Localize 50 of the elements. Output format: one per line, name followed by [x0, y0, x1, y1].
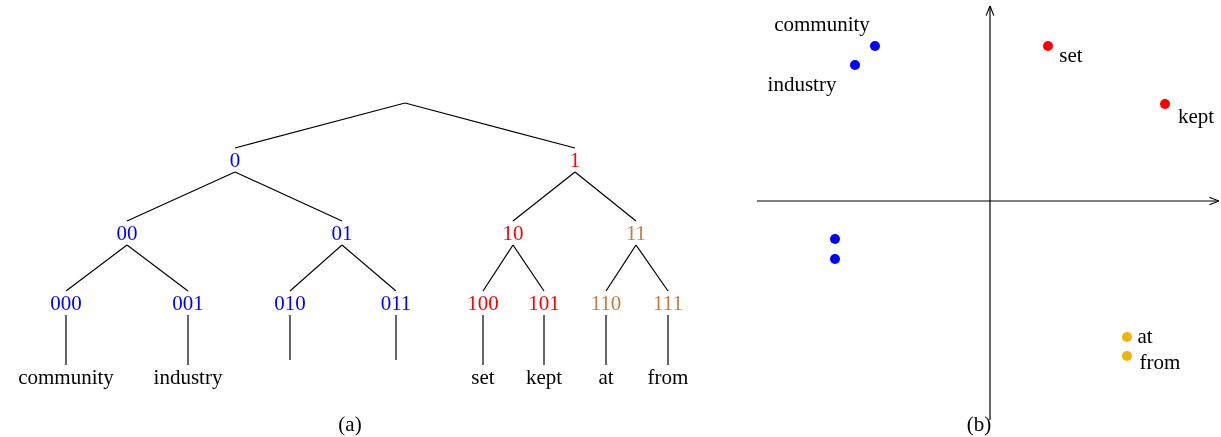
point-label: kept — [1177, 105, 1215, 127]
tree-branch — [404, 102, 576, 149]
point-label: community — [774, 13, 870, 35]
tree-branch — [605, 314, 607, 366]
word-label: set — [471, 366, 495, 388]
binary-code: 1 — [569, 149, 581, 171]
tree-branch — [635, 244, 669, 292]
tree-branch — [605, 244, 637, 292]
binary-code: 000 — [50, 292, 82, 314]
panel-caption: (a) — [338, 413, 362, 435]
panel-caption: (b) — [966, 413, 992, 435]
tree-branch — [234, 171, 343, 222]
binary-code: 10 — [502, 222, 524, 244]
point-label: industry — [767, 73, 837, 95]
word-label: at — [598, 366, 614, 388]
binary-code: 100 — [467, 292, 499, 314]
tree-branch — [126, 171, 236, 222]
tree-branch — [512, 171, 576, 222]
tree-branch — [574, 171, 637, 222]
point-label: set — [1059, 44, 1083, 66]
tree-branch — [395, 314, 397, 361]
binary-code: 0 — [229, 149, 241, 171]
tree-branch — [341, 244, 397, 292]
tree-branch — [482, 314, 484, 366]
binary-code: 11 — [625, 222, 647, 244]
word-label: from — [647, 366, 689, 388]
word-label: kept — [525, 366, 563, 388]
tree-branch — [512, 244, 545, 292]
tree-branch — [187, 314, 189, 366]
binary-code: 101 — [528, 292, 560, 314]
tree-branch — [667, 314, 669, 366]
point-label: at — [1137, 325, 1153, 347]
tree-branch — [289, 314, 291, 361]
tree-branch — [543, 314, 545, 366]
binary-code: 011 — [380, 292, 412, 314]
tree-branch — [65, 314, 67, 366]
tree-branch — [482, 244, 514, 292]
tree-branch — [65, 244, 128, 292]
binary-code: 010 — [274, 292, 306, 314]
binary-code: 111 — [653, 292, 683, 314]
word-label: community — [18, 366, 114, 388]
tree-branch — [126, 244, 189, 292]
tree-branch — [289, 244, 343, 292]
word-label: industry — [153, 366, 223, 388]
binary-code: 001 — [172, 292, 204, 314]
binary-code: 00 — [116, 222, 138, 244]
binary-code: 01 — [331, 222, 353, 244]
tree-branch — [234, 102, 406, 149]
binary-code: 110 — [590, 292, 622, 314]
point-label: from — [1139, 351, 1181, 373]
